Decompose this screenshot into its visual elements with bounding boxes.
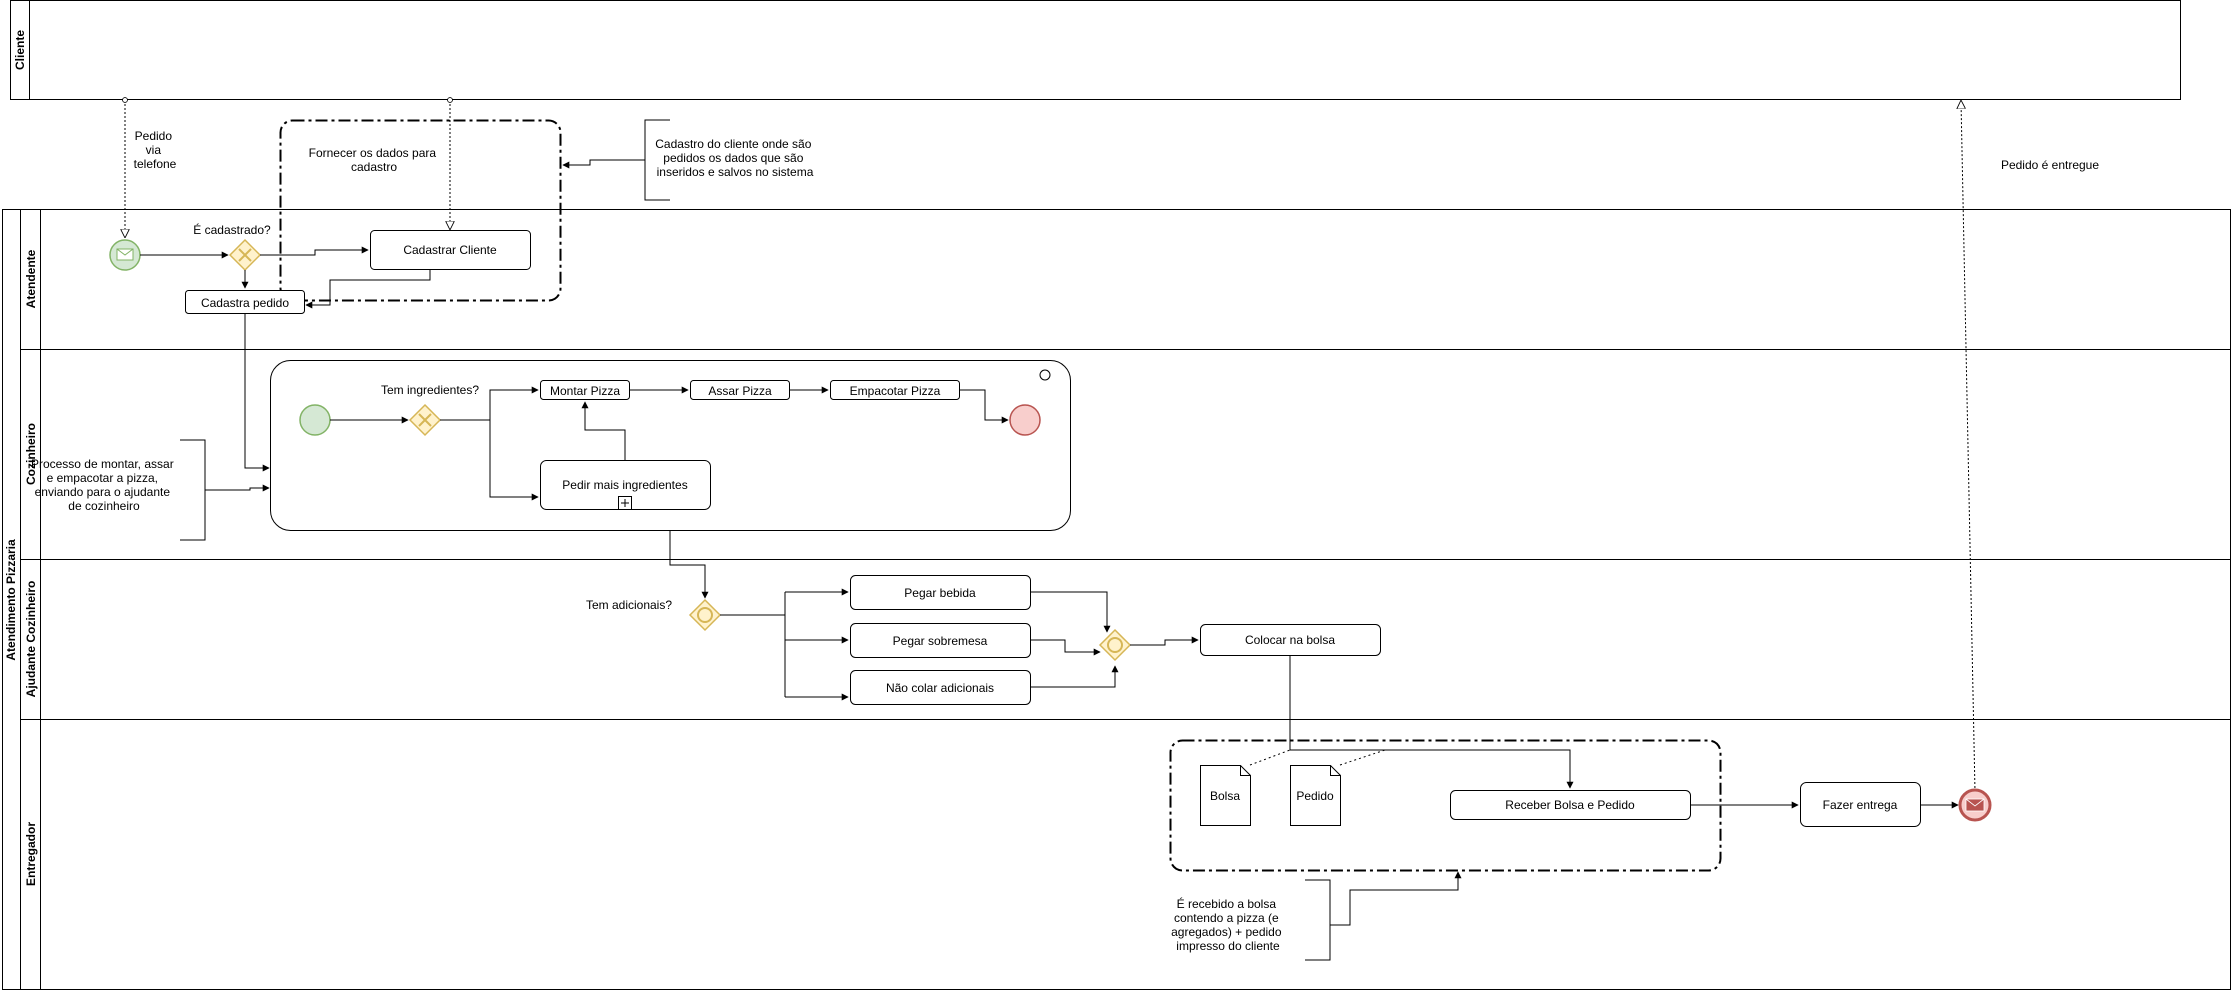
group-provide-data[interactable]: Fornecer os dados para cadastro (279, 119, 562, 302)
task-bake-label: Assar Pizza (708, 384, 772, 398)
main-pool-label: Atendimento Pizzaria (4, 539, 18, 661)
task-assemble[interactable]: Montar Pizza (540, 380, 630, 400)
group-provide-data-label: Fornecer os dados para cadastro (309, 146, 440, 174)
gateway-ingredients-label: Tem ingredientes? (381, 383, 479, 397)
lane-label-entregador: Entregador (24, 822, 38, 886)
task-receive[interactable]: Receber Bolsa e Pedido (1450, 790, 1691, 820)
lane-label-atendente: Atendente (24, 249, 38, 308)
task-package[interactable]: Empacotar Pizza (830, 380, 960, 400)
data-object-order[interactable]: Pedido (1290, 765, 1341, 826)
task-no-extras-label: Não colar adicionais (886, 681, 994, 695)
task-drink[interactable]: Pegar bebida (850, 575, 1031, 610)
task-ask-ingredients[interactable]: Pedir mais ingredientes (540, 460, 711, 510)
annotation-cook-process[interactable]: Processo de montar, assar e empacotar a … (31, 439, 270, 541)
message-label-delivered: Pedido é entregue (2001, 158, 2099, 172)
task-assemble-label: Montar Pizza (550, 384, 620, 398)
gateway-extras[interactable] (688, 598, 722, 632)
task-register-client[interactable]: Cadastrar Cliente (370, 230, 531, 270)
group-delivery[interactable] (1169, 739, 1722, 872)
task-drink-label: Pegar bebida (904, 586, 976, 600)
subprocess-start-event[interactable] (299, 404, 331, 436)
task-register-order[interactable]: Cadastra pedido (185, 290, 305, 314)
task-deliver-label: Fazer entrega (1823, 798, 1898, 812)
gateway-extras-label: Tem adicionais? (586, 598, 672, 612)
task-register-client-label: Cadastrar Cliente (403, 243, 497, 257)
end-message-event[interactable] (1958, 788, 1992, 822)
gateway-registered-label: É cadastrado? (193, 222, 271, 237)
data-object-order-label: Pedido (1296, 789, 1334, 803)
main-pool[interactable]: Atendimento Pizzaria Atendente Cozinheir… (2, 209, 2231, 990)
task-bake[interactable]: Assar Pizza (690, 380, 790, 400)
annotation-registration-text: Cadastro do cliente onde são pedidos os … (655, 137, 814, 179)
start-message-event[interactable] (109, 239, 141, 271)
annotation-cook-process-text: Processo de montar, assar e empacotar a … (31, 457, 177, 513)
data-object-bag-label: Bolsa (1210, 789, 1240, 803)
task-package-label: Empacotar Pizza (850, 384, 941, 398)
lane-label-cozinheiro: Cozinheiro (24, 423, 38, 485)
gateway-merge[interactable] (1098, 628, 1132, 662)
message-label-order: Pedido via telefone (134, 129, 177, 171)
task-ask-ingredients-label: Pedir mais ingredientes (562, 478, 687, 492)
annotation-registration[interactable]: Cadastro do cliente onde são pedidos os … (562, 119, 815, 201)
client-pool[interactable]: Cliente (10, 0, 2181, 100)
annotation-bag-received-text: É recebido a bolsa contendo a pizza (e a… (1171, 896, 1285, 953)
annotation-bag-received[interactable]: É recebido a bolsa contendo a pizza (e a… (1171, 871, 1462, 961)
task-dessert[interactable]: Pegar sobremesa (850, 623, 1031, 658)
task-register-order-label: Cadastra pedido (201, 296, 289, 310)
subprocess-end-event[interactable] (1009, 404, 1041, 436)
task-receive-label: Receber Bolsa e Pedido (1505, 798, 1635, 812)
gateway-ingredients[interactable] (408, 403, 442, 437)
task-no-extras[interactable]: Não colar adicionais (850, 670, 1031, 705)
task-bag-label: Colocar na bolsa (1245, 633, 1335, 647)
data-object-bag[interactable]: Bolsa (1200, 765, 1251, 826)
task-bag[interactable]: Colocar na bolsa (1200, 624, 1381, 656)
message-flow-delivered (1961, 101, 1976, 793)
lane-label-ajudante: Ajudante Cozinheiro (24, 581, 38, 698)
client-pool-label: Cliente (13, 30, 27, 70)
task-deliver[interactable]: Fazer entrega (1800, 782, 1921, 827)
subprocess-cooking[interactable] (270, 360, 1071, 531)
task-dessert-label: Pegar sobremesa (893, 634, 988, 648)
